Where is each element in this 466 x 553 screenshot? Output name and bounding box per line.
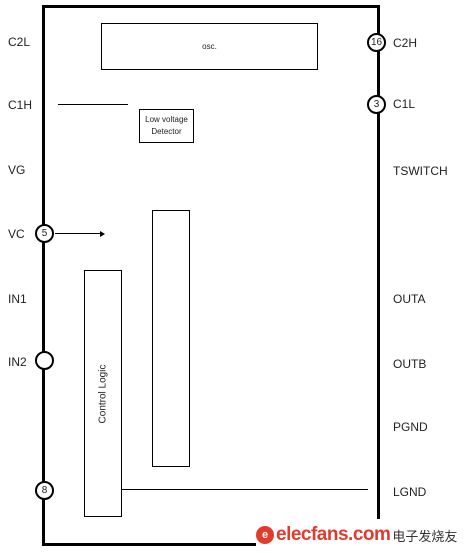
pin-number-8: 8 (41, 485, 48, 496)
lgnd-wire (122, 489, 368, 490)
pin-number-16: 16 (370, 37, 383, 48)
pin-circle-c2h: 16 (367, 33, 386, 52)
pin-label-c1h: C1H (8, 98, 33, 112)
pin-label-c1l: C1L (393, 97, 416, 111)
pin-label-lgnd: LGND (393, 485, 427, 499)
pin-circle-c1l: 3 (367, 95, 386, 114)
watermark-cn-text: 电子发烧友 (392, 528, 458, 544)
vc-arrowhead (100, 231, 105, 237)
pin-label-in1: IN1 (8, 292, 27, 306)
pin-circle-in2 (35, 351, 54, 370)
pin-label-in2: IN2 (8, 355, 27, 369)
lvd-label-line1: Low voltage (145, 115, 188, 124)
control-logic-label: Control Logic (97, 364, 109, 423)
pin-label-outa: OUTA (393, 292, 426, 306)
c1h-wire (58, 104, 128, 105)
pin-label-pgnd: PGND (393, 420, 428, 434)
vc-wire (55, 233, 100, 234)
pin-label-vc: VC (8, 227, 25, 241)
pin-label-tswitch: TSWITCH (393, 164, 448, 178)
pin-label-vg: VG (8, 163, 26, 177)
pin-number-3: 3 (373, 99, 380, 110)
control-logic-block: Control Logic (84, 270, 122, 517)
pin-circle-vc: 5 (35, 224, 54, 243)
watermark-text: elecfans.com (276, 524, 391, 545)
chip-outline (42, 5, 380, 546)
lvd-label-line2: Detector (151, 127, 182, 136)
pin-label-c2l: C2L (8, 35, 31, 49)
pin-label-outb: OUTB (393, 357, 427, 371)
pin-number-5: 5 (41, 228, 48, 239)
pin-label-c2h: C2H (393, 36, 418, 50)
pin-circle-8: 8 (35, 481, 54, 500)
low-voltage-detector-block: Low voltage Detector (139, 109, 194, 143)
oscillator-label: osc. (202, 42, 217, 51)
watermark-logo-icon: e (256, 526, 274, 544)
watermark: e elecfans.com 电子发烧友 (256, 519, 466, 551)
driver-block (152, 210, 190, 467)
oscillator-block: osc. (101, 23, 318, 70)
